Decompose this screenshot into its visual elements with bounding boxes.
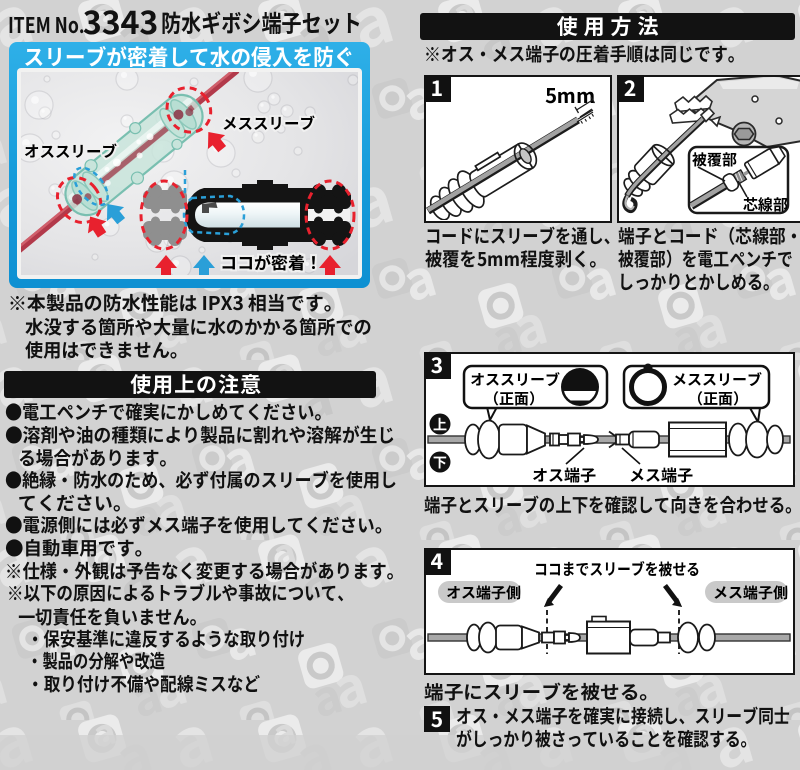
svg-text:オス端子側: オス端子側: [446, 582, 521, 603]
svg-text:メススリーブ: メススリーブ: [672, 369, 762, 390]
svg-text:上: 上: [433, 415, 447, 435]
svg-text:メス端子側: メス端子側: [713, 582, 788, 603]
svg-text:オススリーブ: オススリーブ: [24, 140, 118, 162]
svg-text:メス端子: メス端子: [629, 462, 693, 484]
svg-text:オス端子: オス端子: [532, 462, 596, 484]
svg-text:（正面）: （正面）: [484, 388, 544, 409]
svg-text:芯線部: 芯線部: [743, 194, 788, 215]
svg-text:メススリーブ: メススリーブ: [222, 112, 316, 134]
svg-text:オススリーブ: オススリーブ: [470, 369, 560, 390]
svg-text:被覆部: 被覆部: [691, 149, 737, 170]
svg-text:（正面）: （正面）: [688, 388, 748, 409]
svg-text:ココが密着！: ココが密着！: [220, 249, 322, 274]
svg-text:下: 下: [433, 453, 447, 473]
svg-text:5mm: 5mm: [545, 80, 595, 109]
svg-text:ココまでスリーブを被せる: ココまでスリーブを被せる: [534, 556, 700, 580]
